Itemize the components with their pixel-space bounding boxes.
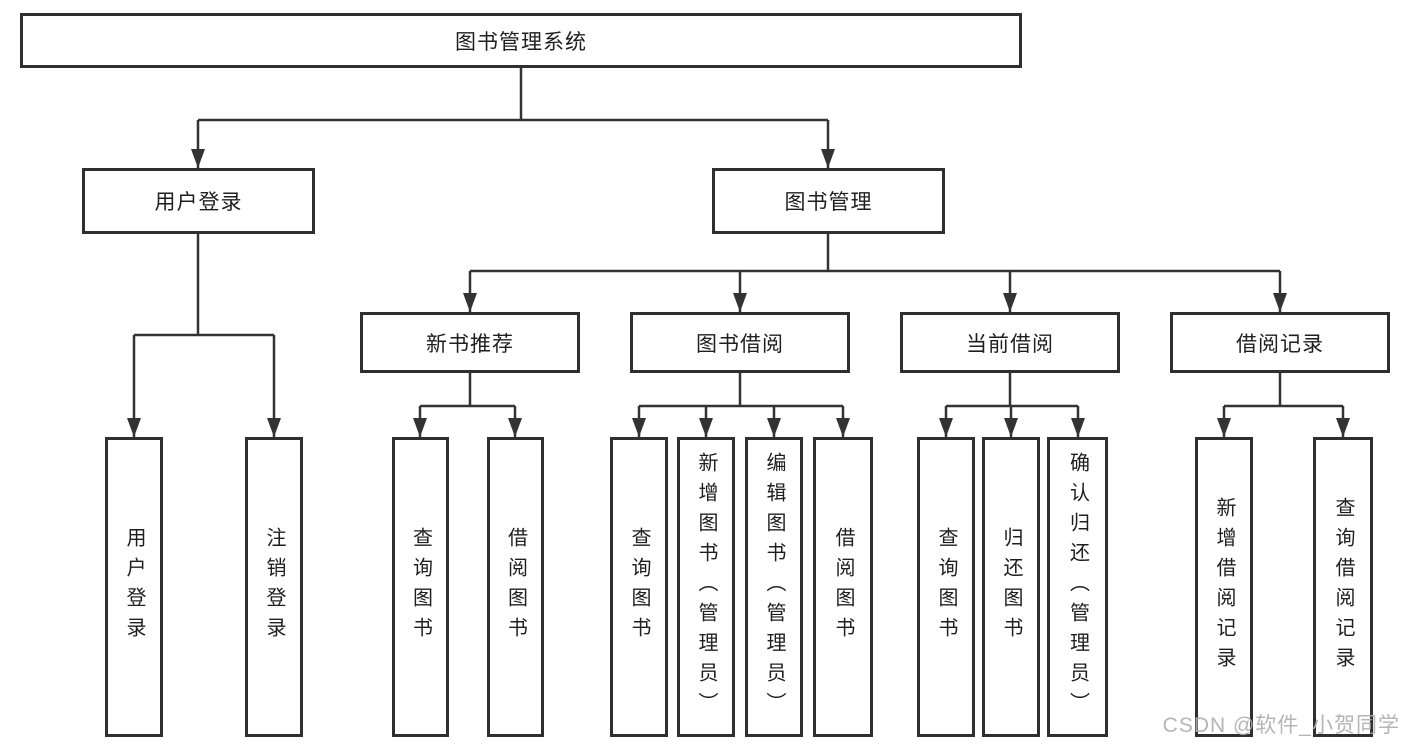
node-leaf-confirm-return-admin: 确认归还（管理员） [1047, 437, 1108, 737]
node-leaf-query-book-current: 查询图书 [917, 437, 975, 737]
node-book-management: 图书管理 [712, 168, 945, 234]
node-borrow-records: 借阅记录 [1170, 312, 1390, 373]
node-leaf-return-book: 归还图书 [982, 437, 1040, 737]
node-leaf-add-book-admin: 新增图书（管理员） [677, 437, 735, 737]
node-current-borrow: 当前借阅 [900, 312, 1120, 373]
node-leaf-query-borrow-record: 查询借阅记录 [1313, 437, 1373, 737]
node-leaf-logout: 注销登录 [245, 437, 303, 737]
node-leaf-edit-book-admin: 编辑图书（管理员） [745, 437, 803, 737]
node-leaf-query-book-recommend: 查询图书 [392, 437, 449, 737]
csdn-watermark: CSDN @软件_小贺同学 [1162, 714, 1400, 737]
node-leaf-user-login: 用户登录 [105, 437, 163, 737]
node-book-borrow: 图书借阅 [630, 312, 850, 373]
node-root-library-system: 图书管理系统 [20, 13, 1022, 68]
node-leaf-query-book-borrow: 查询图书 [610, 437, 668, 737]
node-user-login: 用户登录 [82, 168, 315, 234]
node-new-book-recommend: 新书推荐 [360, 312, 580, 373]
node-leaf-borrow-book: 借阅图书 [813, 437, 873, 737]
node-leaf-add-borrow-record: 新增借阅记录 [1195, 437, 1253, 737]
node-leaf-borrow-book-recommend: 借阅图书 [487, 437, 544, 737]
